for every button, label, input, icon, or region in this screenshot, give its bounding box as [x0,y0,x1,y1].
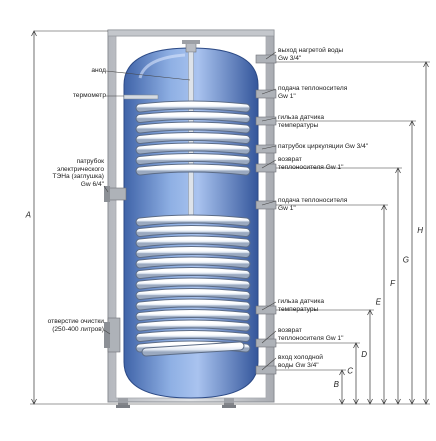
dim-g-arrow-top [409,120,415,127]
lower-coil-turn [136,236,250,247]
nozzle [255,200,277,210]
upper-coil-turn [136,154,250,164]
upper-coil-turn [136,133,250,143]
leader-line [261,145,277,150]
leader-line [261,159,277,169]
support-feet [116,398,236,408]
upper-coil-turn [136,101,250,112]
nozzle [255,144,277,154]
label-heater-port: патрубок электрического ТЭНа (заглушка) … [52,158,104,188]
label-thermometer: термометр [72,92,106,99]
lower-coil-turn [136,310,250,320]
upper-coil-turn [136,164,250,175]
label-sensor-sleeve-1: гильза датчика температуры [278,114,325,129]
label-coil1-return: возврат теплоносителя Gw 1" [278,156,344,171]
leader-line [105,70,191,81]
nozzle [255,163,277,173]
dim-g-label: G [403,256,409,265]
dim-b-label: B [334,380,340,389]
leader-line [103,185,109,193]
nozzle [255,338,277,348]
lower-coil-turn [136,268,250,278]
dim-b-arrow-top [339,369,345,376]
upper-coil-turn [136,112,250,122]
lower-coil-diagonal [142,342,244,356]
dim-c-label: C [347,367,353,376]
lower-heat-exchanger-coil [135,214,251,357]
dim-e-arrow-top [381,204,387,211]
lower-coil-turn [136,257,250,268]
upper-heat-exchanger-coil [135,100,251,176]
dimension-lines: A BCD E F G H [25,30,430,405]
thermometer-well [123,94,159,100]
leader-line [261,330,277,344]
dim-h-arrow-top [423,61,429,68]
label-coil2-return: возврат теплоносителя Gw 1" [278,327,344,342]
label-circulation-port: патрубок циркуляции Gw 3/4" [278,143,369,150]
heater-port [104,186,127,202]
lower-coil-turn [136,320,250,331]
label-anode: анод [91,67,106,74]
lower-coil-turn [136,289,250,299]
dim-a-label: A [25,211,31,220]
label-sensor-sleeve-2: гильза датчика температуры [278,298,325,313]
dim-c-arrow-top [353,342,359,349]
leader-line [261,357,277,371]
dim-d-label: D [361,350,367,359]
label-cold-water-inlet: вход холодной воды Gw 3/4" [278,354,323,369]
nozzle [255,365,277,375]
dim-d-arrow-top [367,309,373,316]
upper-coil-turn [136,122,250,133]
dim-f-label: F [390,279,396,288]
leader-line [261,117,277,122]
label-cleaning-hole: отверстие очистки (250-400 литров) [47,318,104,333]
upper-coil-turn [136,143,250,154]
lower-coil-turn [136,299,250,310]
dim-h-label: H [417,226,423,235]
dim-f-arrow-top [395,167,401,174]
label-coil2-inlet: подача теплоносителя Gw 1" [278,197,348,212]
cleaning-flange [104,317,121,353]
leader-lines [103,51,277,371]
lower-coil-turn [136,278,250,289]
leader-line [261,88,277,95]
leader-line [261,301,277,311]
leader-line [265,51,277,60]
nozzle [255,305,277,315]
leader-line [103,329,111,335]
label-hot-water-outlet: выход нагретой воды Gw 3/4" [278,47,344,62]
dim-e-label: E [376,298,382,307]
lower-coil-turn [136,226,250,236]
leader-line [261,200,277,206]
lower-coil-turn [136,331,250,341]
lower-coil-turn [136,247,250,257]
lower-coil-turn [136,215,250,226]
nozzle [255,116,277,126]
label-coil1-inlet: подача теплоносителя Gw 1" [278,85,348,100]
nozzle [255,89,277,99]
